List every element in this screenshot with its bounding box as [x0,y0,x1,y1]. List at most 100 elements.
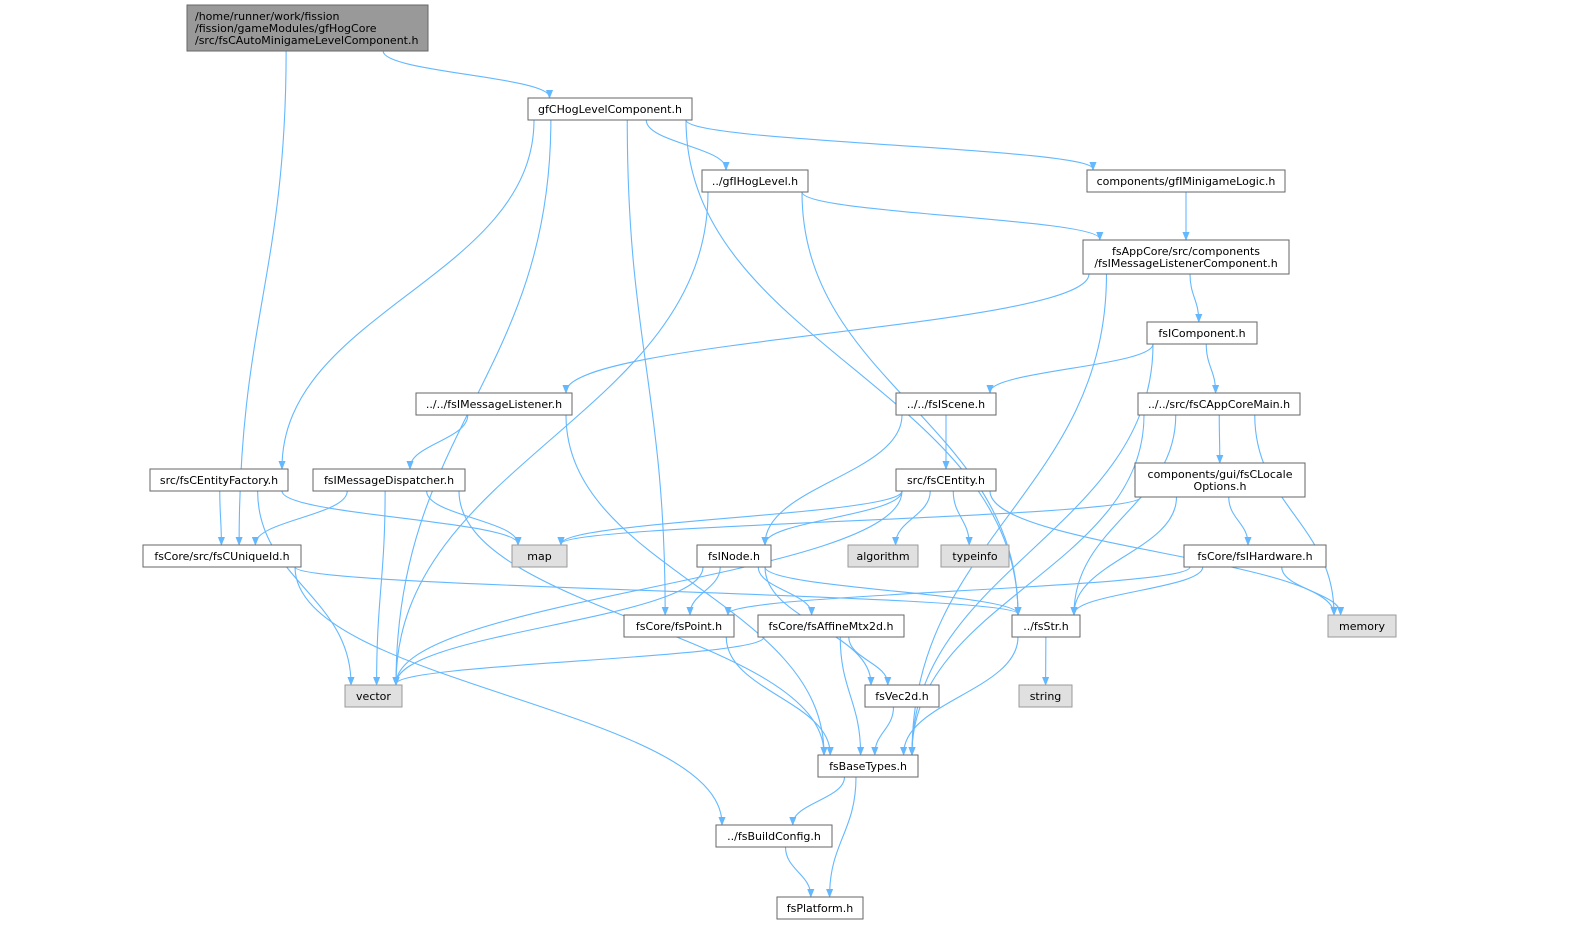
node-label: fsIComponent.h [1158,327,1245,340]
edge-path [220,490,222,544]
edge-path [561,490,903,544]
header-file-node[interactable]: fsIComponent.h [1146,321,1258,345]
header-file-node[interactable]: fsCore/fsPoint.h [623,614,735,638]
header-file-node[interactable]: ../fsStr.h [1011,614,1081,638]
node-box [1086,169,1286,193]
edge-path [757,566,811,614]
include-edge [839,636,860,754]
root-file-node: /home/runner/work/fission/fission/gameMo… [186,4,429,52]
header-file-node[interactable]: fsCore/fsAffineMtx2d.h [757,614,905,638]
system-header-node: map [511,544,568,568]
include-edge [875,706,895,754]
header-file-node[interactable]: ../../fsIScene.h [895,392,997,416]
node-box [1327,614,1397,638]
node-label: fsCore/fsIHardware.h [1197,550,1312,563]
include-edge [257,490,351,684]
system-header-node: string [1018,684,1073,708]
header-file-node[interactable]: src/fsCEntity.h [895,468,997,492]
system-header-node: typeinfo [940,544,1010,568]
node-box [1137,392,1301,416]
include-edge [1074,566,1204,614]
header-file-node[interactable]: ../fsBuildConfig.h [715,824,833,848]
edge-path [282,119,535,468]
edge-path [410,414,469,468]
node-box [415,392,573,416]
header-file-node[interactable]: ../gfIHogLevel.h [701,169,809,193]
node-box [847,544,919,568]
edge-path [1228,496,1248,544]
edge-path [784,846,811,896]
header-file-node[interactable]: fsBaseTypes.h [817,754,919,778]
include-edge [793,776,846,824]
node-box [757,614,905,638]
header-file-node[interactable]: ../../src/fsCAppCoreMain.h [1137,392,1301,416]
include-edge [645,119,726,169]
include-edge [830,776,857,896]
node-label: components/gui/fsCLocale [1148,468,1293,481]
node-label: /fsIMessageListenerComponent.h [1094,257,1277,270]
node-box [696,544,772,568]
include-edge [382,50,549,97]
edge-path [239,50,287,544]
node-box [817,754,919,778]
header-file-node[interactable]: fsINode.h [696,544,772,568]
edge-path [396,490,903,684]
node-box [312,468,466,492]
header-file-node[interactable]: fsCore/fsIHardware.h [1183,544,1327,568]
edge-path [1205,343,1215,392]
node-label: vector [356,690,391,703]
include-edge [725,636,830,754]
include-edge [377,490,386,684]
edge-path [396,636,765,684]
include-edge [626,119,665,614]
nodes-layer: /home/runner/work/fission/fission/gameMo… [142,4,1397,920]
include-edge [294,566,722,824]
node-box [701,169,809,193]
include-edge [764,566,1018,614]
node-label: fsCore/fsAffineMtx2d.h [768,620,893,633]
header-file-node[interactable]: fsVec2d.h [864,684,940,708]
edge-path [645,119,726,169]
edge-path [793,776,846,824]
node-label: fsVec2d.h [875,690,929,703]
header-file-node[interactable]: fsIMessageDispatcher.h [312,468,466,492]
edge-path [690,566,721,614]
node-label: src/fsCEntity.h [907,474,985,487]
edge-path [294,566,722,824]
include-edge [561,490,903,544]
include-edge [1189,273,1199,321]
header-file-node[interactable]: ../../fsIMessageListener.h [415,392,573,416]
node-label: fsCore/src/fsCUniqueId.h [154,550,289,563]
edge-path [848,636,888,684]
node-box [864,684,940,708]
edge-path [725,636,830,754]
include-edge [904,636,1019,754]
node-box [940,544,1010,568]
header-file-node[interactable]: fsCore/src/fsCUniqueId.h [142,544,302,568]
node-label: Options.h [1194,480,1247,493]
edge-path [912,273,1108,754]
edge-path [904,636,1019,754]
edge-path [281,490,518,544]
node-label: fsIMessageDispatcher.h [324,474,454,487]
include-edge [801,191,1100,239]
header-file-node[interactable]: components/gfIMinigameLogic.h [1086,169,1286,193]
node-label: /home/runner/work/fission [195,10,340,23]
node-label: fsCore/fsPoint.h [636,620,722,633]
include-edge [912,273,1108,754]
header-file-node[interactable]: fsPlatform.h [776,896,864,920]
header-file-node[interactable]: fsAppCore/src/components/fsIMessageListe… [1082,239,1290,275]
header-file-node[interactable]: src/fsCEntityFactory.h [149,468,289,492]
edge-path [561,496,1142,544]
node-label: map [527,550,551,563]
node-label: algorithm [856,550,909,563]
header-file-node[interactable]: gfCHogLevelComponent.h [527,97,693,121]
include-edge [784,846,811,896]
include-edge [281,490,518,544]
node-box [895,392,997,416]
include-edge [952,490,969,544]
include-edge [990,343,1154,392]
include-edge [728,566,1191,614]
node-label: ../fsStr.h [1023,620,1069,633]
